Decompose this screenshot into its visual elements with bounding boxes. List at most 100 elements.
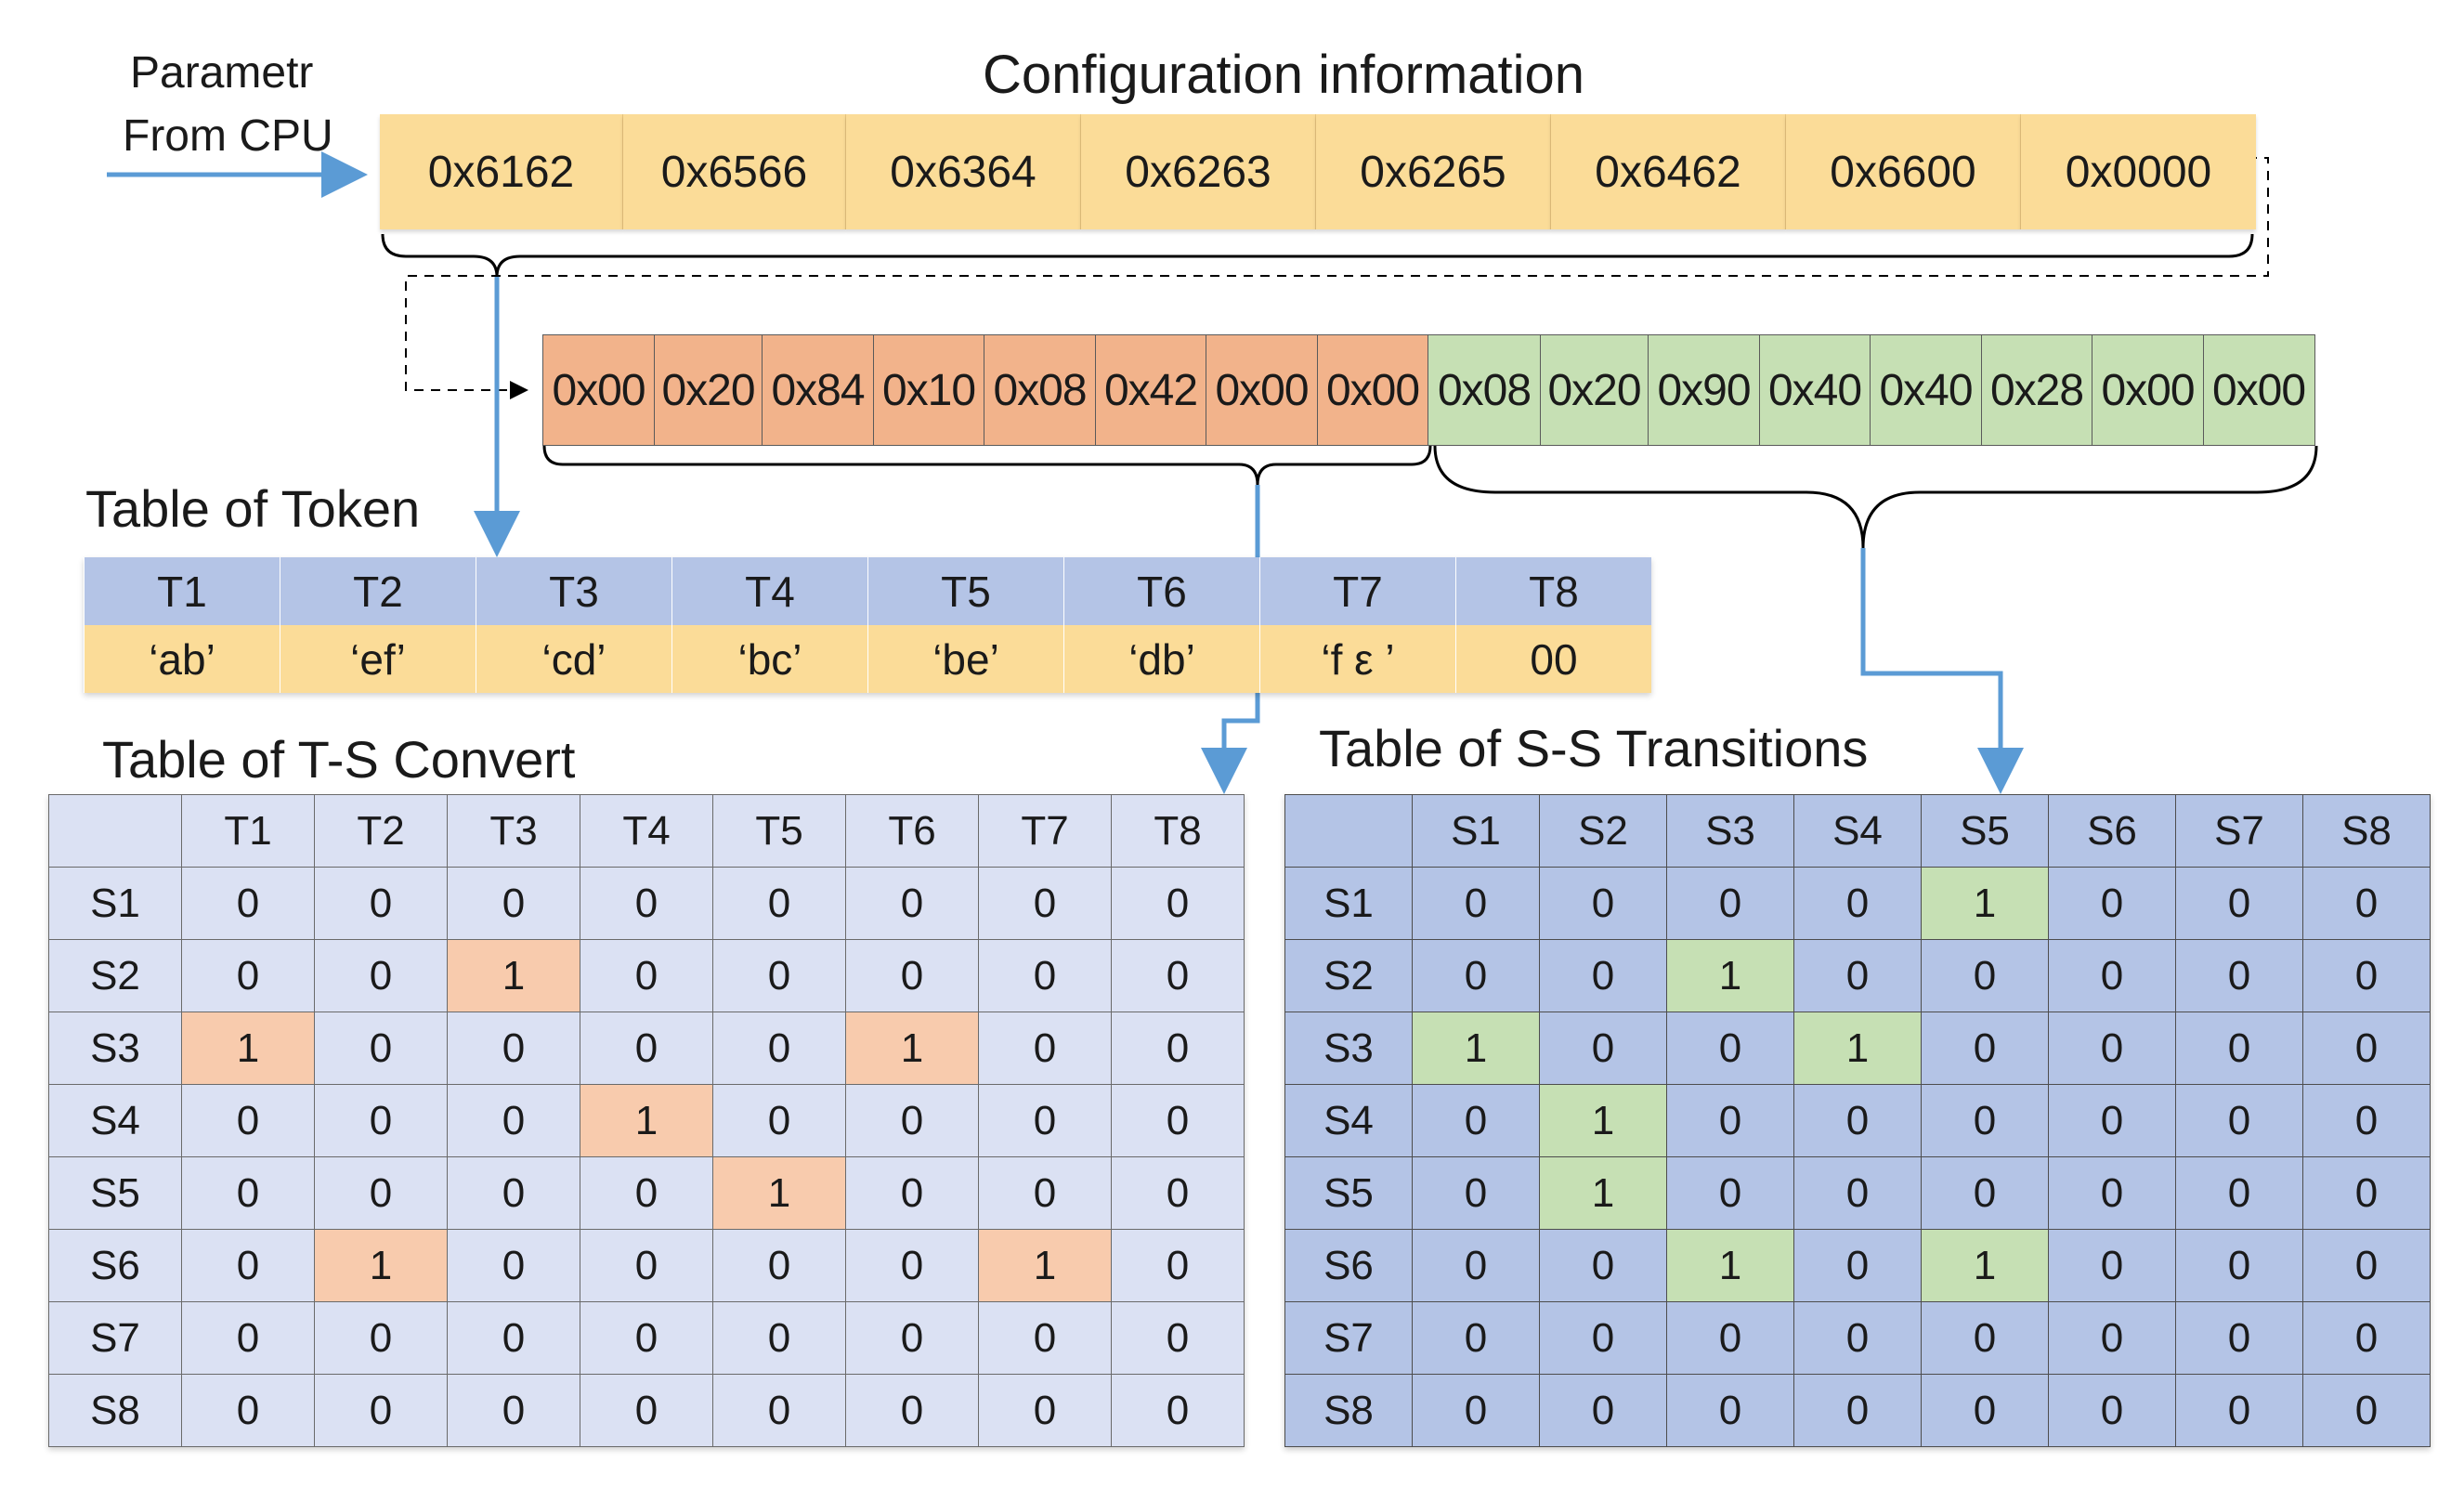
orange-brace	[542, 445, 1432, 486]
matrix-cell: 1	[1412, 1012, 1540, 1085]
matrix-cell: 0	[1412, 1084, 1540, 1157]
row-header: S4	[48, 1084, 182, 1157]
orange-byte: 0x10	[872, 334, 985, 446]
green-byte: 0x90	[1648, 334, 1760, 446]
matrix-cell: 0	[2048, 1156, 2176, 1230]
green-byte: 0x20	[1539, 334, 1649, 446]
row-header: S5	[48, 1156, 182, 1230]
matrix-cell: 1	[181, 1012, 315, 1085]
row-header: S6	[48, 1229, 182, 1302]
token-table-title: Table of Token	[85, 479, 421, 538]
matrix-cell: 0	[1793, 1301, 1922, 1375]
matrix-cell: 0	[580, 1374, 713, 1447]
token-header: T2	[280, 557, 476, 625]
green-byte: 0x40	[1870, 334, 1982, 446]
matrix-cell: 0	[1793, 1229, 1922, 1302]
matrix-cell: 0	[1793, 1084, 1922, 1157]
matrix-cell: 0	[712, 1374, 846, 1447]
row-header: S7	[1284, 1301, 1413, 1375]
matrix-cell: 0	[845, 939, 979, 1012]
matrix-cell: 0	[1793, 867, 1922, 940]
matrix-cell: 0	[712, 1301, 846, 1375]
matrix-cell: 0	[1111, 1229, 1245, 1302]
matrix-cell: 0	[845, 1084, 979, 1157]
matrix-cell: 0	[978, 1156, 1112, 1230]
config-word-row: 0x6162 0x6566 0x6364 0x6263 0x6265 0x646…	[380, 114, 2256, 229]
matrix-cell: 0	[1111, 1084, 1245, 1157]
matrix-cell: 0	[2175, 1374, 2303, 1447]
matrix-cell: 0	[1412, 939, 1540, 1012]
matrix-cell: 1	[1793, 1012, 1922, 1085]
token-header: T3	[476, 557, 672, 625]
matrix-cell: 0	[314, 1301, 448, 1375]
orange-byte: 0x00	[542, 334, 655, 446]
green-byte: 0x28	[1980, 334, 2093, 446]
matrix-cell: 0	[712, 939, 846, 1012]
green-byte: 0x00	[2092, 334, 2204, 446]
row-header: S7	[48, 1301, 182, 1375]
matrix-cell: 0	[712, 1012, 846, 1085]
matrix-cell: 0	[1539, 1301, 1667, 1375]
token-value: ‘f ε ’	[1259, 625, 1456, 693]
matrix-cell: 1	[1539, 1084, 1667, 1157]
matrix-cell: 0	[181, 939, 315, 1012]
ss-table-title: Table of S-S Transitions	[1319, 719, 1869, 777]
column-header: S7	[2175, 794, 2303, 868]
orange-byte: 0x84	[762, 334, 874, 446]
config-word: 0x6265	[1316, 114, 1551, 229]
matrix-cell: 0	[314, 1012, 448, 1085]
matrix-cell: 1	[845, 1012, 979, 1085]
matrix-cell: 0	[2175, 867, 2303, 940]
row-header: S1	[48, 867, 182, 940]
matrix-cell: 1	[1666, 939, 1794, 1012]
matrix-cell: 0	[2048, 1374, 2176, 1447]
matrix-cell: 0	[1539, 867, 1667, 940]
matrix-cell: 0	[1412, 1374, 1540, 1447]
token-header: T6	[1063, 557, 1260, 625]
matrix-cell: 0	[1666, 1084, 1794, 1157]
matrix-cell: 0	[1539, 939, 1667, 1012]
matrix-cell: 0	[2048, 939, 2176, 1012]
corner-cell	[1284, 794, 1413, 868]
column-header: S1	[1412, 794, 1540, 868]
column-header: S2	[1539, 794, 1667, 868]
orange-byte: 0x00	[1316, 334, 1429, 446]
corner-cell	[48, 794, 182, 868]
token-header: T8	[1455, 557, 1651, 625]
row-header: S8	[1284, 1374, 1413, 1447]
matrix-cell: 0	[447, 1084, 580, 1157]
matrix-cell: 0	[447, 1301, 580, 1375]
matrix-cell: 1	[447, 939, 580, 1012]
config-word: 0x0000	[2021, 114, 2256, 229]
row-header: S5	[1284, 1156, 1413, 1230]
matrix-cell: 0	[712, 1229, 846, 1302]
ss-arrow	[1860, 548, 2024, 794]
column-header: T7	[978, 794, 1112, 868]
matrix-cell: 0	[1539, 1012, 1667, 1085]
row-header: S8	[48, 1374, 182, 1447]
matrix-cell: 0	[580, 1301, 713, 1375]
column-header: T3	[447, 794, 580, 868]
matrix-cell: 0	[314, 1084, 448, 1157]
matrix-cell: 0	[2175, 1012, 2303, 1085]
parameter-label: Parametr	[130, 48, 314, 98]
matrix-cell: 0	[2175, 1229, 2303, 1302]
column-header: S8	[2302, 794, 2431, 868]
matrix-cell: 0	[181, 1374, 315, 1447]
matrix-cell: 0	[845, 867, 979, 940]
token-value: ‘cd’	[476, 625, 672, 693]
config-brace	[381, 233, 2254, 278]
orange-byte: 0x00	[1206, 334, 1318, 446]
matrix-cell: 0	[580, 1229, 713, 1302]
matrix-cell: 0	[845, 1301, 979, 1375]
matrix-cell: 1	[1921, 867, 2049, 940]
matrix-cell: 0	[1412, 1229, 1540, 1302]
matrix-cell: 0	[1111, 1156, 1245, 1230]
row-header: S3	[1284, 1012, 1413, 1085]
